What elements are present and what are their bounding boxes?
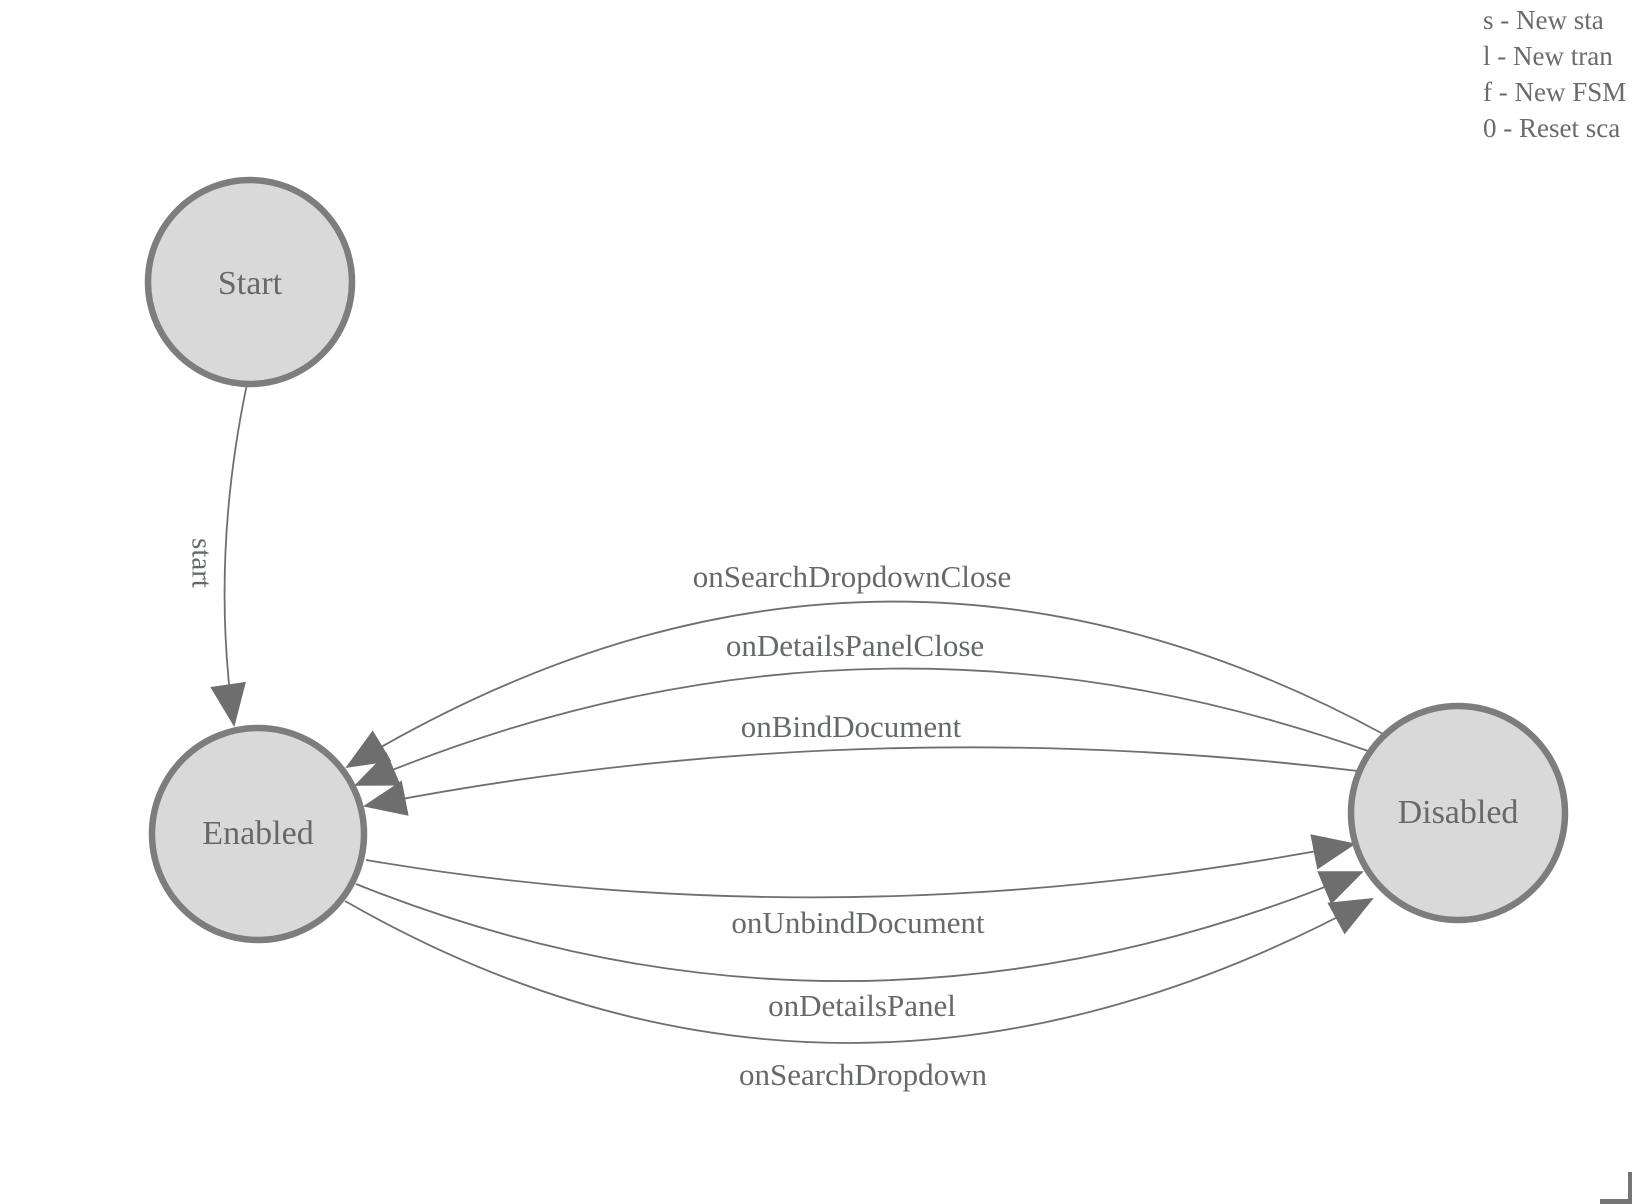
state-node-enabled[interactable] — [148, 724, 368, 944]
state-node-disabled[interactable] — [1347, 702, 1569, 924]
edge-onSearchDropdown[interactable] — [344, 898, 1374, 1044]
canvas-corner-border-vertical — [1628, 1172, 1632, 1204]
edge-label-onUnbindDocument[interactable]: onUnbindDocument — [731, 905, 985, 940]
edge-onSearchDropdownClose[interactable] — [345, 600, 1386, 769]
edge-onDetailsPanelClose[interactable] — [354, 667, 1372, 786]
legend-line-new-fsm: f - New FSM — [1483, 77, 1627, 107]
edge-label-onSearchDropdown[interactable]: onSearchDropdown — [739, 1057, 987, 1092]
edge-onBindDocument[interactable] — [363, 746, 1359, 816]
state-label-start: Start — [217, 265, 283, 302]
edge-label-onBindDocument[interactable]: onBindDocument — [740, 709, 962, 744]
legend-line-new-state: s - New sta — [1483, 5, 1604, 35]
edge-label-onDetailsPanel[interactable]: onDetailsPanel — [768, 988, 956, 1023]
state-label-enabled: Enabled — [202, 815, 314, 852]
edge-onDetailsPanel[interactable] — [355, 871, 1364, 982]
shortcut-legend: s - New sta l - New tran f - New FSM 0 -… — [1483, 2, 1626, 146]
canvas-corner-border-horizontal — [1600, 1199, 1632, 1204]
edge-label-start[interactable]: start — [185, 538, 218, 588]
legend-line-reset-scale: 0 - Reset sca — [1483, 113, 1621, 143]
state-label-disabled: Disabled — [1397, 794, 1519, 831]
edge-start[interactable] — [210, 383, 248, 727]
edge-label-onSearchDropdownClose[interactable]: onSearchDropdownClose — [692, 559, 1012, 594]
edge-onUnbindDocument[interactable] — [365, 834, 1356, 899]
legend-line-new-transition: l - New tran — [1483, 41, 1613, 71]
edge-label-onDetailsPanelClose[interactable]: onDetailsPanelClose — [725, 628, 985, 663]
state-node-start[interactable] — [144, 176, 356, 388]
